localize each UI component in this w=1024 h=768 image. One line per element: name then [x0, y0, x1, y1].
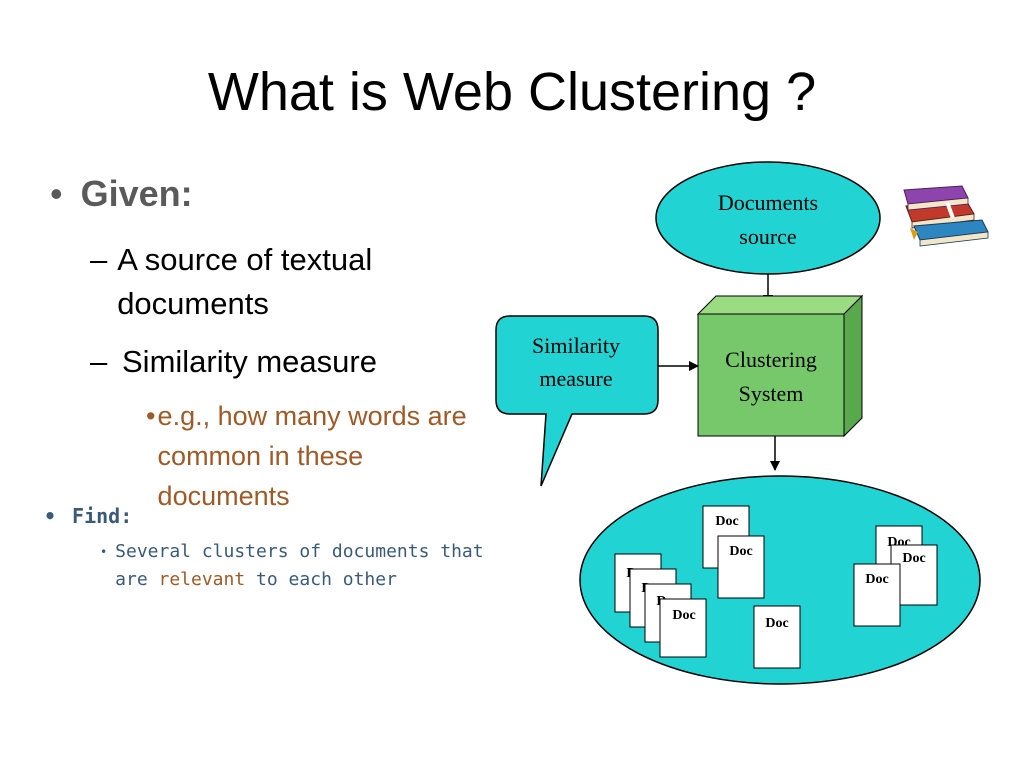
doc-label: Doc	[715, 514, 738, 529]
clustering-system-label-1: Clustering	[725, 347, 817, 372]
documents-source-label-1: Documents	[718, 190, 818, 215]
slide-title: What is Web Clustering ?	[207, 62, 817, 122]
example-text: e.g., how many words are common in these…	[157, 401, 467, 511]
bullet-dot: •	[50, 173, 63, 214]
books-icon	[903, 185, 989, 247]
doc-card	[659, 598, 707, 658]
find-item: • Several clusters of documents that are…	[100, 538, 500, 594]
similarity-measure-label-2: measure	[539, 366, 612, 391]
doc-label: Doc	[865, 572, 888, 587]
similarity-measure-callout	[495, 315, 659, 487]
documents-source-label-2: source	[739, 224, 796, 249]
bullet-dot: •	[100, 545, 108, 559]
doc-card	[753, 605, 801, 669]
doc-cluster-center: Doc Doc Doc	[702, 505, 801, 669]
doc-label: Doc	[765, 616, 788, 631]
given-label: Given:	[80, 173, 193, 214]
doc-card	[717, 535, 765, 599]
similarity-measure-label-1: Similarity	[532, 333, 620, 358]
find-item-text: Several clusters of documents that are r…	[115, 538, 500, 594]
find-highlight: relevant	[158, 569, 246, 590]
clustering-system-label-2: System	[739, 381, 804, 406]
dash-marker: –	[90, 344, 108, 379]
find-text-after: to each other	[256, 569, 397, 590]
source-item: – A source of textual documents	[90, 238, 470, 326]
bullet-dot: •	[146, 401, 156, 431]
bullet-dot: •	[44, 504, 57, 528]
similarity-item-text: Similarity measure	[122, 344, 377, 379]
similarity-item: – Similarity measure	[90, 340, 470, 384]
doc-cluster-left: Doc Doc Doc Doc	[614, 553, 707, 658]
doc-label: Doc	[672, 608, 695, 623]
doc-label: Doc	[902, 551, 925, 566]
documents-source-ellipse	[655, 161, 881, 275]
source-item-text: A source of textual documents	[117, 242, 373, 321]
doc-label: Doc	[729, 544, 752, 559]
given-bullet: • Given:	[50, 172, 193, 216]
clustering-system-box	[696, 294, 864, 438]
example-bullet: • e.g., how many words are common in the…	[146, 396, 476, 516]
find-bullet: • Find:	[44, 504, 132, 528]
find-label: Find:	[72, 504, 133, 528]
dash-marker: –	[90, 242, 108, 277]
find-text-before: Several clusters of documents that are	[115, 541, 484, 590]
doc-card	[853, 563, 901, 627]
doc-cluster-right: Doc Doc Doc	[853, 525, 938, 627]
